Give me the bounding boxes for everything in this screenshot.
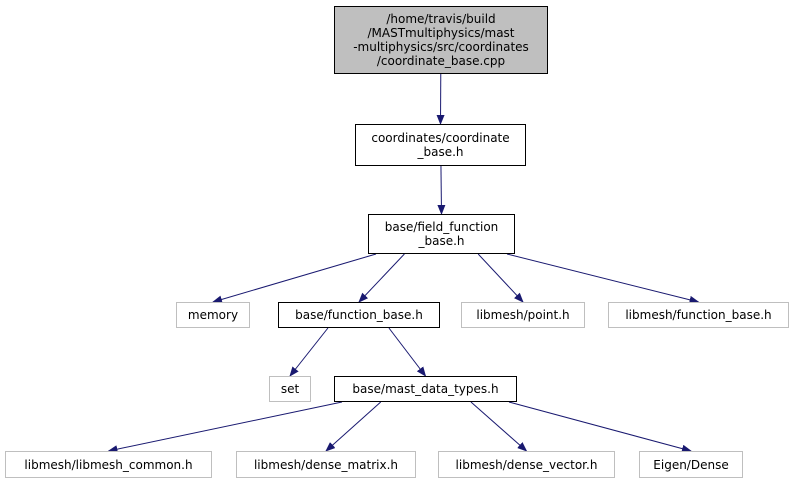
node-label: libmesh/dense_vector.h (455, 457, 598, 472)
edge-mast_data_types_h-to-eigen_dense (508, 401, 692, 453)
node-dense-vector-h: libmesh/dense_vector.h (438, 451, 615, 478)
node-eigen-dense: Eigen/Dense (639, 451, 743, 478)
node-libmesh-function-base-h: libmesh/function_base.h (608, 302, 789, 328)
node-field-function-base-h[interactable]: base/field_function _base.h (368, 214, 515, 254)
edge-field_function_base_h-to-memory (212, 253, 377, 304)
node-function-base-h[interactable]: base/function_base.h (278, 302, 440, 328)
node-memory: memory (176, 302, 250, 328)
edge-function_base_h-to-mast_data_types_h (388, 327, 427, 377)
edge-field_function_base_h-to-libmesh_point_h (477, 253, 524, 303)
edge-coordinate_base_h-to-field_function_base_h (437, 165, 446, 215)
node-label: base/mast_data_types.h (352, 382, 499, 396)
edge-mast_data_types_h-to-dense_vector_h (470, 401, 528, 452)
node-label: Eigen/Dense (653, 457, 729, 472)
node-set: set (269, 376, 311, 402)
node-label: libmesh/libmesh_common.h (24, 457, 193, 472)
node-label: /home/travis/build /MASTmultiphysics/mas… (353, 12, 529, 68)
edge-field_function_base_h-to-function_base_h (358, 253, 405, 303)
node-libmesh-common-h: libmesh/libmesh_common.h (5, 451, 212, 478)
node-label: libmesh/function_base.h (625, 308, 772, 322)
edge-field_function_base_h-to-libmesh_function_base_h (506, 253, 700, 304)
node-label: libmesh/dense_matrix.h (253, 457, 399, 472)
node-label: base/function_base.h (295, 308, 423, 322)
node-label: memory (187, 308, 239, 322)
node-coordinate-base-h[interactable]: coordinates/coordinate _base.h (355, 124, 526, 166)
edge-function_base_h-to-set (289, 327, 329, 377)
node-label: set (280, 382, 300, 396)
node-label: libmesh/point.h (476, 308, 570, 322)
node-dense-matrix-h: libmesh/dense_matrix.h (236, 451, 416, 478)
node-coordinate-base-cpp: /home/travis/build /MASTmultiphysics/mas… (334, 6, 548, 74)
edge-mast_data_types_h-to-libmesh_common_h (107, 401, 343, 454)
node-mast-data-types-h[interactable]: base/mast_data_types.h (334, 376, 517, 402)
node-libmesh-point-h: libmesh/point.h (461, 302, 585, 328)
node-label: base/field_function _base.h (384, 220, 499, 248)
edge-mast_data_types_h-to-dense_matrix_h (325, 401, 382, 452)
node-label: coordinates/coordinate _base.h (371, 131, 510, 159)
